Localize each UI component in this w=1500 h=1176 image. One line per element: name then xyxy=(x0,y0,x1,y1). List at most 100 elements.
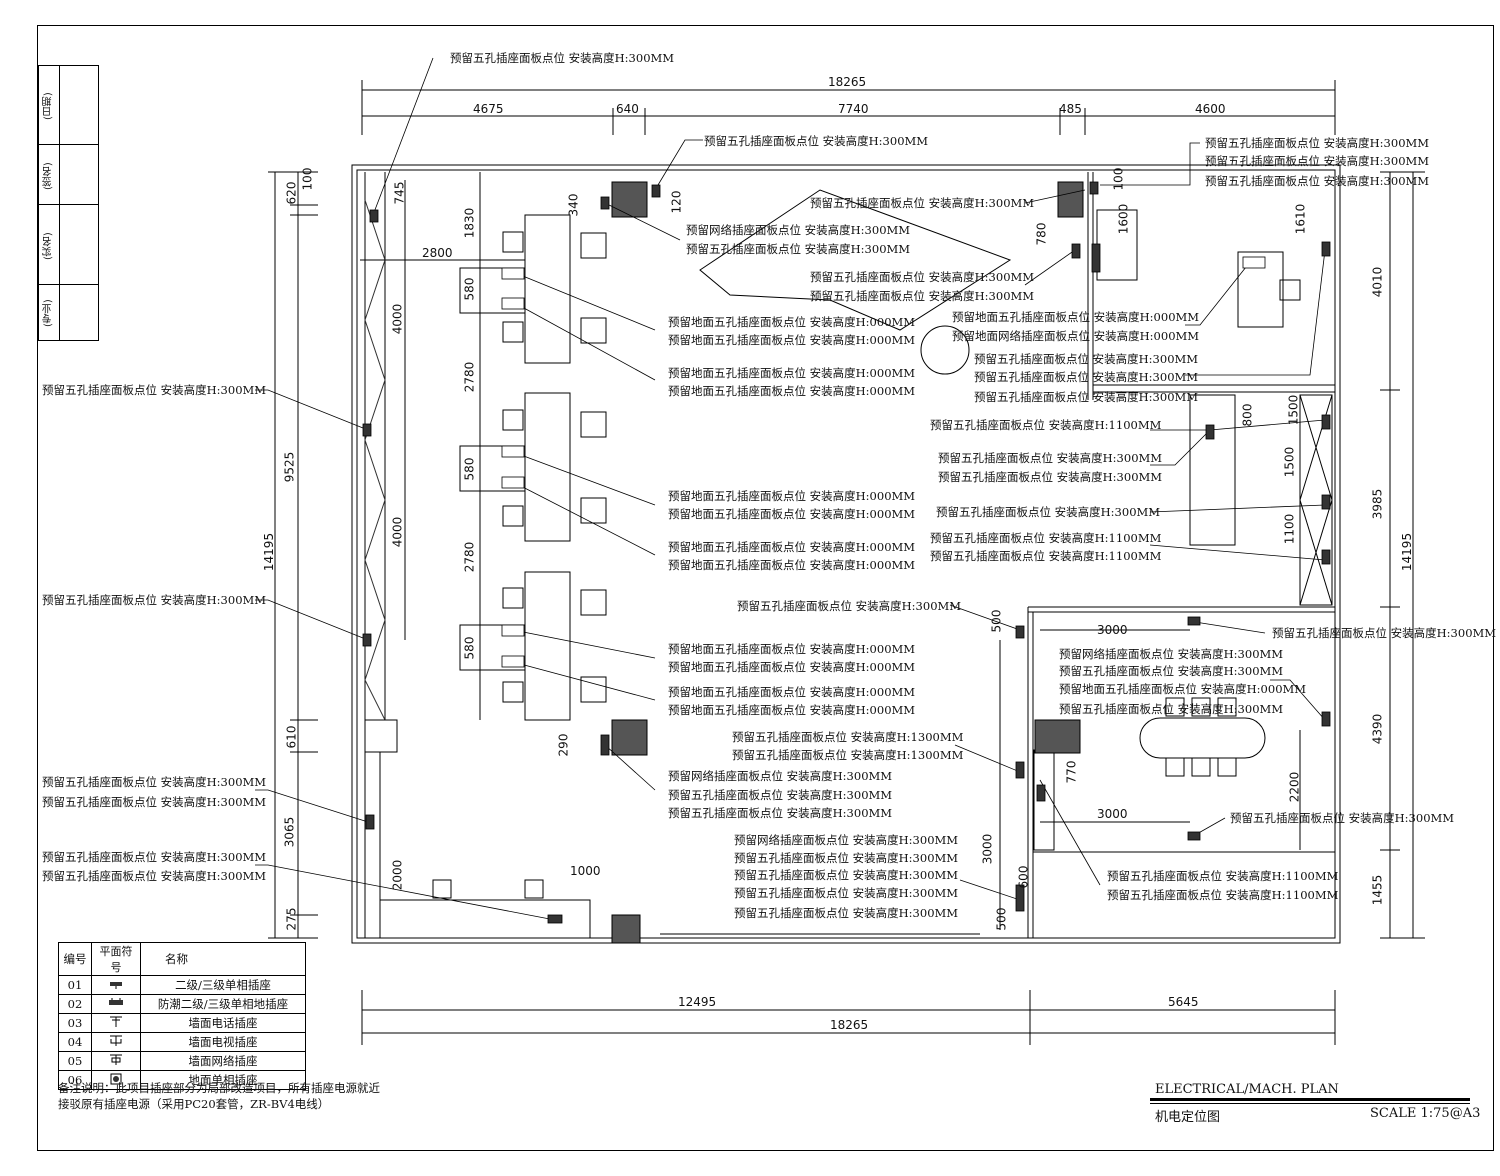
drawing-scale: SCALE 1:75@A3 xyxy=(1370,1106,1481,1121)
legend-row: 03 墙面电话插座 xyxy=(58,1013,306,1033)
leader-line xyxy=(1194,621,1266,634)
floor-socket-symbol xyxy=(501,267,525,280)
outer-wall xyxy=(351,164,1341,944)
legend-header: 名称 xyxy=(140,942,306,976)
callout-label: 预留五孔插座面板点位 安装高度H:300MM xyxy=(450,51,675,65)
legend-name: 墙面网络插座 xyxy=(140,1051,306,1071)
title-underline xyxy=(1150,1103,1470,1104)
dim-top-segment: 4675 xyxy=(473,102,504,116)
socket-symbol xyxy=(1321,414,1331,430)
dim-right-inner: 4010 xyxy=(1370,266,1385,298)
phone-socket-icon xyxy=(91,1013,141,1033)
office-desk xyxy=(1237,251,1284,328)
leader-line xyxy=(1100,142,1200,186)
chair xyxy=(502,231,524,253)
leader-line xyxy=(1039,779,1101,886)
dim-interior: 1100 xyxy=(1282,513,1297,545)
shelf-hatch xyxy=(1299,499,1333,606)
legend-number: 05 xyxy=(58,1051,92,1071)
socket-symbol xyxy=(362,633,372,647)
floor-socket-icon xyxy=(91,1070,141,1090)
round-table xyxy=(920,325,970,375)
legend-name: 二级/三级单相插座 xyxy=(140,975,306,995)
floor-socket-symbol xyxy=(501,476,525,489)
callout-label: 预留地面五孔插座面板点位 安装高度H:000MM xyxy=(668,685,916,699)
socket-symbol xyxy=(369,209,379,223)
dim-interior: 120 xyxy=(669,190,684,214)
legend-number: 02 xyxy=(58,994,92,1014)
callout-label: 预留地面五孔插座面板点位 安装高度H:000MM xyxy=(668,315,916,329)
leader-line xyxy=(512,301,656,381)
chair xyxy=(580,411,607,438)
callout-label: 预留网络插座面板点位 安装高度H:300MM xyxy=(1059,647,1284,661)
dim-interior: 4000 xyxy=(390,516,405,548)
callout-label: 预留地面五孔插座面板点位 安装高度H:000MM xyxy=(668,507,916,521)
dim-interior: 580 xyxy=(462,636,477,660)
chair xyxy=(1217,757,1237,777)
socket-symbol xyxy=(1187,831,1201,841)
legend-number: 03 xyxy=(58,1013,92,1033)
floor-socket-symbol xyxy=(501,445,525,458)
leader-line xyxy=(604,744,656,791)
dim-interior: 500 xyxy=(989,609,1004,633)
legend-header: 平面符号 xyxy=(91,942,141,976)
legend-table: 编号 平面符号 名称 01 二级/三级单相插座 02 防潮二级/三级单相地插座 … xyxy=(58,942,306,1090)
legend-row: 02 防潮二级/三级单相地插座 xyxy=(58,994,306,1014)
callout-label: 预留五孔插座面板点位 安装高度H:300MM xyxy=(42,795,267,809)
dim-left-outer: 14195 xyxy=(262,532,277,572)
socket-symbol xyxy=(1015,761,1025,779)
leader-line xyxy=(1024,189,1086,204)
chair xyxy=(1279,279,1301,301)
dim-top-segment: 485 xyxy=(1059,102,1082,116)
callout-label: 预留五孔插座面板点位 安装高度H:300MM xyxy=(1205,154,1430,168)
callout-label: 预留地面网络插座面板点位 安装高度H:000MM xyxy=(952,329,1200,343)
structural-column xyxy=(611,719,648,756)
callout-label: 预留地面五孔插座面板点位 安装高度H:000MM xyxy=(668,660,916,674)
socket-symbol xyxy=(1321,494,1331,510)
leader-line xyxy=(372,57,434,216)
callout-label: 预留五孔插座面板点位 安装高度H:300MM xyxy=(974,370,1199,384)
socket-symbol xyxy=(600,196,610,210)
socket-symbol xyxy=(1015,884,1025,912)
callout-label: 预留五孔插座面板点位 安装高度H:300MM xyxy=(810,289,1035,303)
floor-socket-symbol xyxy=(501,297,525,310)
dim-interior: 500 xyxy=(994,907,1009,931)
socket-symbol xyxy=(1321,549,1331,565)
leader-line xyxy=(1150,429,1211,466)
socket-symbol xyxy=(651,184,661,198)
socket-symbol xyxy=(1187,616,1201,626)
callout-label: 预留五孔插座面板点位 安装高度H:300MM xyxy=(1059,702,1284,716)
desk-outlet-box xyxy=(459,624,526,671)
structural-column xyxy=(611,181,648,218)
remarks-note: 备注说明：此项目插座部分为局部改造项目，所有插座电源就近接驳原有插座电源（采用P… xyxy=(58,1081,380,1111)
callout-label: 预留地面五孔插座面板点位 安装高度H:000MM xyxy=(668,366,916,380)
dim-left-inner: 3065 xyxy=(282,816,297,848)
socket-symbol xyxy=(1091,243,1101,273)
leader-line xyxy=(1185,261,1251,326)
signature-block-row-line xyxy=(39,144,98,145)
structural-column xyxy=(1057,181,1084,218)
signature-block-row-line xyxy=(39,204,98,205)
dim-interior: 290 xyxy=(556,733,571,757)
floor-socket-symbol xyxy=(501,655,525,668)
dim-left-inner: 620 xyxy=(284,181,299,205)
legend-number: 04 xyxy=(58,1032,92,1052)
column xyxy=(364,719,398,753)
leader-line xyxy=(959,879,1021,901)
leader-line xyxy=(654,139,703,191)
callout-label: 预留五孔插座面板点位 安装高度H:300MM xyxy=(686,242,911,256)
callout-label: 预留五孔插座面板点位 安装高度H:300MM xyxy=(938,451,1163,465)
desk xyxy=(524,392,571,542)
legend-number: 01 xyxy=(58,975,92,995)
callout-label: 预留五孔插座面板点位 安装高度H:300MM xyxy=(734,851,959,865)
legend-row: 05 墙面网络插座 xyxy=(58,1051,306,1071)
network-socket-icon xyxy=(91,1051,141,1071)
dim-interior: 2780 xyxy=(462,541,477,573)
legend-row: 01 二级/三级单相插座 xyxy=(58,975,306,995)
desk xyxy=(524,214,571,364)
dim-left-inner: 610 xyxy=(284,725,299,749)
callout-label: 预留五孔插座面板点位 安装高度H:1100MM xyxy=(1107,888,1339,902)
leader-line xyxy=(512,661,656,701)
dim-interior: 2000 xyxy=(390,859,405,891)
callout-label: 预留地面五孔插座面板点位 安装高度H:000MM xyxy=(1059,682,1307,696)
